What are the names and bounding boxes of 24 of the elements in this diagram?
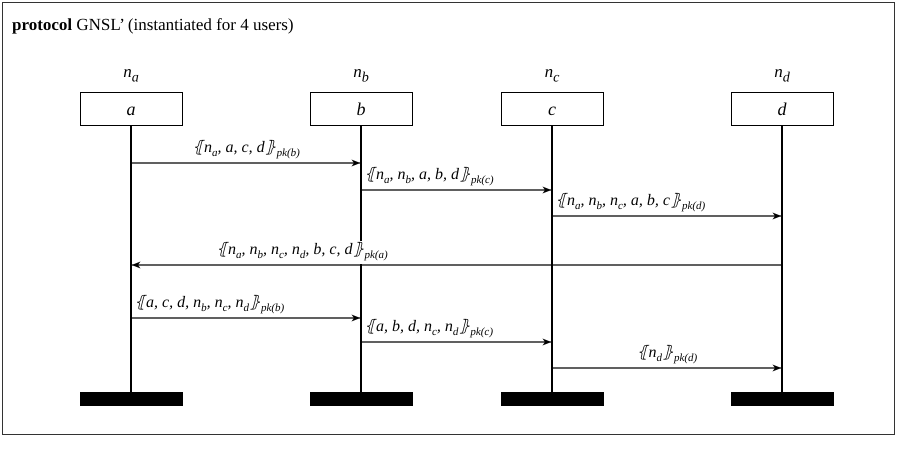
- nonce-label: n$_{b}$: [353, 62, 369, 86]
- message-arrow: [552, 364, 782, 372]
- participant-box: a: [80, 92, 182, 126]
- participant-box: d: [730, 92, 834, 126]
- nonce-label: n$_{d}$: [774, 62, 790, 86]
- lifeline: [130, 126, 132, 392]
- diagram-title: protocol GNSL’ (instantiated for 4 users): [12, 15, 294, 35]
- lifeline: [781, 126, 783, 392]
- message-arrow: [132, 261, 782, 269]
- message-arrow: [132, 314, 360, 322]
- nonce-label: n$_{c}$: [544, 62, 560, 86]
- lifeline-end-bar: [80, 392, 182, 406]
- lifeline-end-bar: [310, 392, 412, 406]
- lifeline: [360, 126, 362, 392]
- lifeline-end-bar: [500, 392, 604, 406]
- participant-box: b: [310, 92, 412, 126]
- lifeline-end-bar: [730, 392, 834, 406]
- message-arrow: [552, 212, 782, 220]
- message-arrow: [362, 338, 552, 346]
- message-arrow: [362, 186, 552, 194]
- message-arrow: [132, 159, 360, 167]
- lifeline: [551, 126, 553, 392]
- nonce-label: n$_{a}$: [123, 62, 139, 86]
- participant-box: c: [500, 92, 604, 126]
